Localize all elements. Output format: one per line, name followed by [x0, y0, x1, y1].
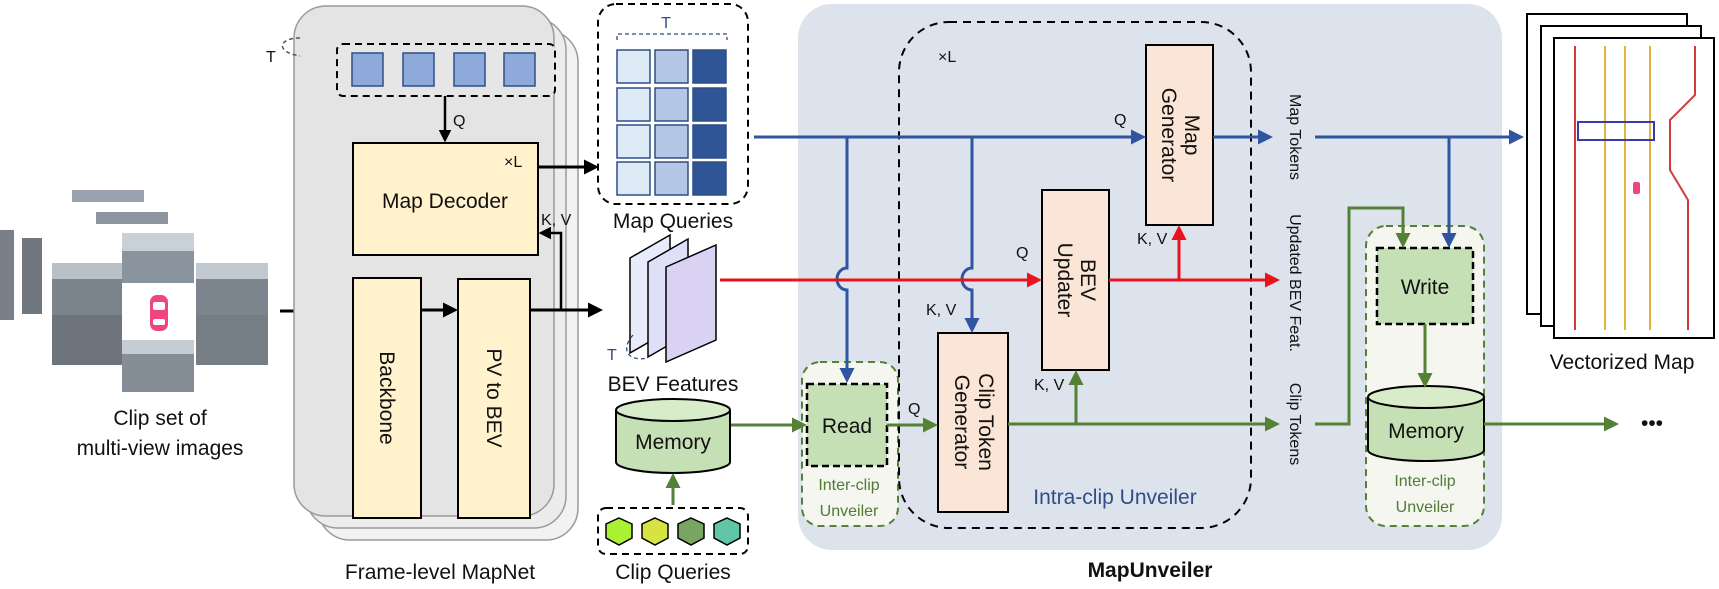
q-bev-label: Q [1016, 245, 1028, 262]
map-generator-label-2: Generator [1157, 88, 1180, 183]
ellipsis-label: ••• [1641, 412, 1663, 435]
map-decoder-label: Map Decoder [382, 190, 508, 213]
mapnet-queries [336, 43, 556, 97]
clip-set-label-2: multi-view images [77, 437, 244, 460]
xl-decoder-label: ×L [504, 154, 522, 171]
write-box [1375, 246, 1475, 326]
map-tokens-label: Map Tokens [1286, 94, 1303, 180]
map-decoder-box [352, 142, 539, 256]
map-generator-label-1: Map [1180, 115, 1203, 156]
clip-token-generator-label-2: Generator [950, 375, 973, 470]
clip-tokens-label: Clip Tokens [1286, 383, 1303, 465]
hexagon-icon [605, 517, 741, 546]
map-generator-box [1145, 44, 1214, 226]
car-icon [150, 295, 168, 331]
read-label: Read [822, 415, 872, 438]
t-queries-label: T [661, 15, 671, 32]
pv-to-bev-label: PV to BEV [482, 348, 505, 447]
backbone-box [352, 277, 422, 519]
clip-set-images [0, 190, 268, 392]
q-decoder-label: Q [453, 113, 465, 130]
map-query-grid [616, 49, 727, 196]
memory-left-label: Memory [635, 431, 711, 454]
clip-queries-group [597, 507, 749, 555]
q-read-label: Q [908, 401, 920, 418]
pv-to-bev-box [457, 278, 531, 519]
inter-clip-right-label-2: Unveiler [1396, 499, 1455, 516]
q-map-label: Q [1114, 112, 1126, 129]
inter-clip-left-label-2: Unveiler [820, 503, 879, 520]
camera-image-icon [52, 233, 268, 392]
backbone-label: Backbone [375, 351, 398, 444]
mapunveiler-title: MapUnveiler [1088, 559, 1213, 582]
t-bev-label: T [607, 347, 617, 364]
bev-features-label: BEV Features [608, 373, 739, 396]
clip-queries-label: Clip Queries [615, 561, 731, 584]
vectorized-map-label: Vectorized Map [1550, 351, 1695, 374]
updated-bev-feat-label: Updated BEV Feat. [1286, 214, 1303, 352]
map-queries-label: Map Queries [613, 210, 733, 233]
frame-level-mapnet-label: Frame-level MapNet [345, 561, 535, 584]
clip-token-generator-box [937, 332, 1009, 513]
bev-features-stack [629, 233, 717, 364]
bev-updater-label-2: Updater [1053, 243, 1076, 318]
clip-token-flow [731, 370, 1280, 433]
kv-map-label: K, V [1137, 231, 1168, 248]
clip-token-generator-label-1: Clip Token [974, 373, 997, 471]
bev-updater-box [1041, 189, 1110, 371]
cylinder-icon [1367, 385, 1485, 462]
memory-right-label: Memory [1388, 420, 1464, 443]
inter-clip-right-label-1: Inter-clip [1394, 473, 1455, 490]
vectorized-map [1526, 13, 1715, 339]
intra-clip-unveiler-box [898, 21, 1252, 529]
kv-bev-label: K, V [1034, 377, 1065, 394]
write-label: Write [1401, 276, 1450, 299]
intra-clip-unveiler-label: Intra-clip Unveiler [1033, 486, 1196, 509]
kv-decoder-label: K, V [541, 212, 572, 229]
bev-feature-flow [720, 225, 1280, 288]
bev-updater-label-1: BEV [1076, 259, 1099, 301]
clip-set-label-1: Clip set of [113, 407, 207, 430]
inter-clip-left-label-1: Inter-clip [818, 477, 879, 494]
t-frames-label: T [266, 49, 276, 66]
xl-intra-label: ×L [938, 49, 956, 66]
cylinder-icon [615, 398, 731, 474]
kv-clip-label: K, V [926, 302, 957, 319]
